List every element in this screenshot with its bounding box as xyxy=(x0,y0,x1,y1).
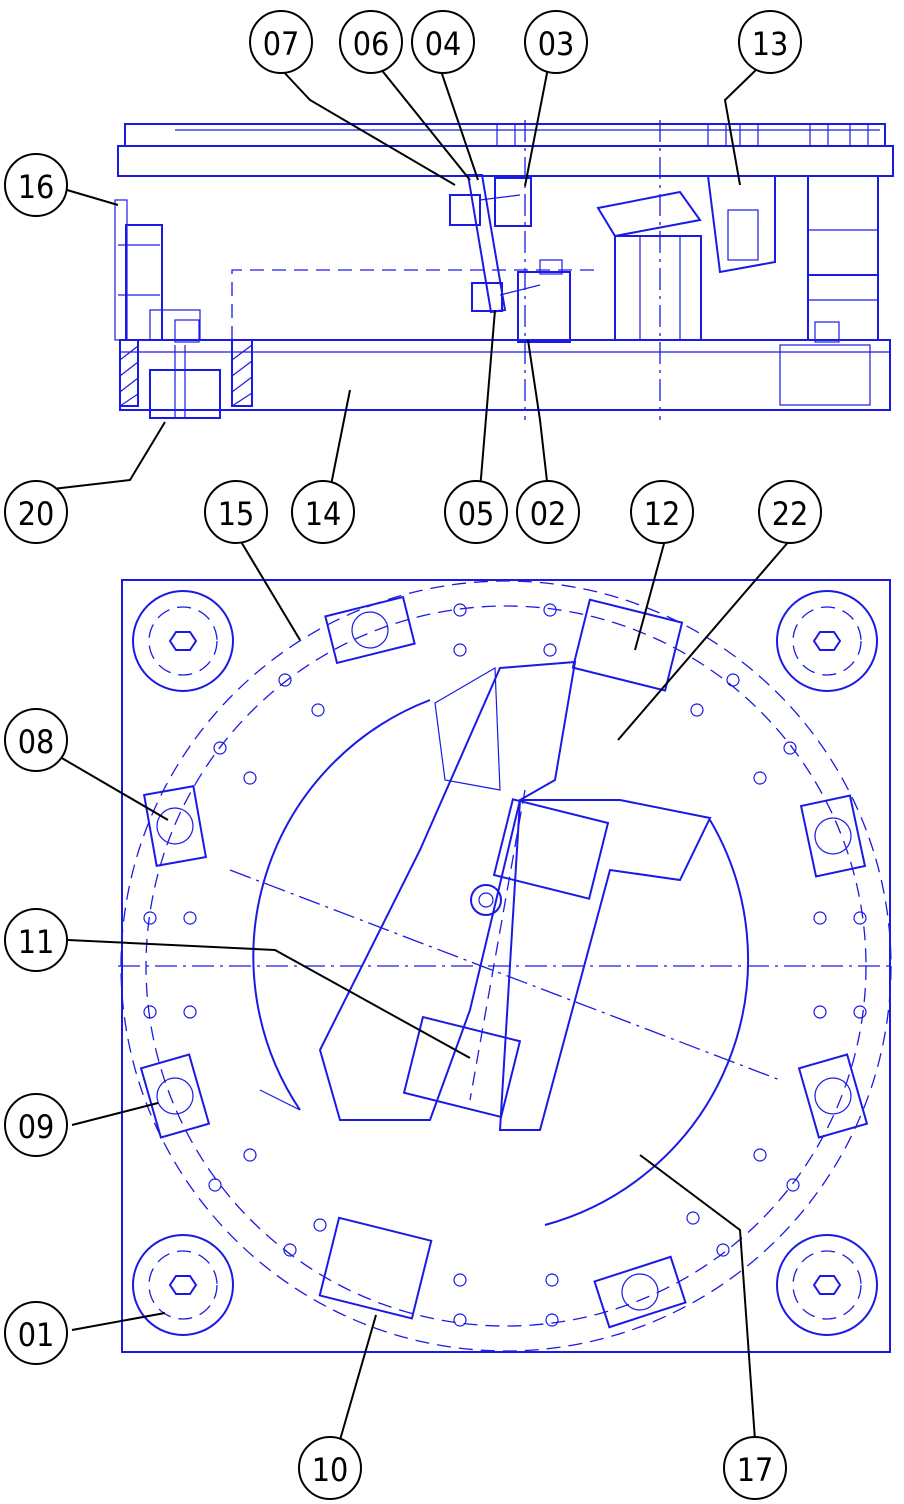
svg-text:15: 15 xyxy=(218,495,255,533)
balloon-05: 05 xyxy=(444,480,508,544)
svg-text:12: 12 xyxy=(644,495,681,533)
svg-text:03: 03 xyxy=(538,25,575,63)
balloon-17: 17 xyxy=(723,1436,787,1500)
balloon-04: 04 xyxy=(411,10,475,74)
balloon-03: 03 xyxy=(524,10,588,74)
balloon-07: 07 xyxy=(249,10,313,74)
balloon-06: 06 xyxy=(339,10,403,74)
balloon-14: 14 xyxy=(291,480,355,544)
balloon-08: 08 xyxy=(4,708,68,772)
balloon-02: 02 xyxy=(516,480,580,544)
balloon-13: 13 xyxy=(738,10,802,74)
svg-text:01: 01 xyxy=(18,1316,55,1354)
svg-text:14: 14 xyxy=(305,495,342,533)
plan-view xyxy=(118,579,894,1353)
leader-lines xyxy=(43,67,791,1441)
balloon-15: 15 xyxy=(204,480,268,544)
svg-text:09: 09 xyxy=(18,1108,55,1146)
balloon-callouts: 07 06 04 03 13 16 20 14 05 02 15 12 22 0… xyxy=(4,10,822,1500)
balloon-20: 20 xyxy=(4,480,68,544)
svg-text:17: 17 xyxy=(737,1451,774,1489)
svg-text:05: 05 xyxy=(458,495,495,533)
svg-text:10: 10 xyxy=(312,1451,349,1489)
front-elevation-view xyxy=(114,120,894,420)
svg-text:04: 04 xyxy=(425,25,462,63)
svg-text:02: 02 xyxy=(530,495,567,533)
svg-text:07: 07 xyxy=(263,25,300,63)
svg-text:08: 08 xyxy=(18,723,55,761)
svg-text:22: 22 xyxy=(772,495,809,533)
svg-text:16: 16 xyxy=(18,168,55,206)
balloon-01: 01 xyxy=(4,1301,68,1365)
balloon-22: 22 xyxy=(758,480,822,544)
balloon-16: 16 xyxy=(4,153,68,217)
balloon-11: 11 xyxy=(4,908,68,972)
corner-foot-pads xyxy=(132,590,878,1336)
svg-text:11: 11 xyxy=(18,923,55,961)
svg-text:13: 13 xyxy=(752,25,789,63)
balloon-10: 10 xyxy=(298,1436,362,1500)
balloon-09: 09 xyxy=(4,1093,68,1157)
balloon-12: 12 xyxy=(630,480,694,544)
svg-text:20: 20 xyxy=(18,495,55,533)
svg-text:06: 06 xyxy=(353,25,390,63)
